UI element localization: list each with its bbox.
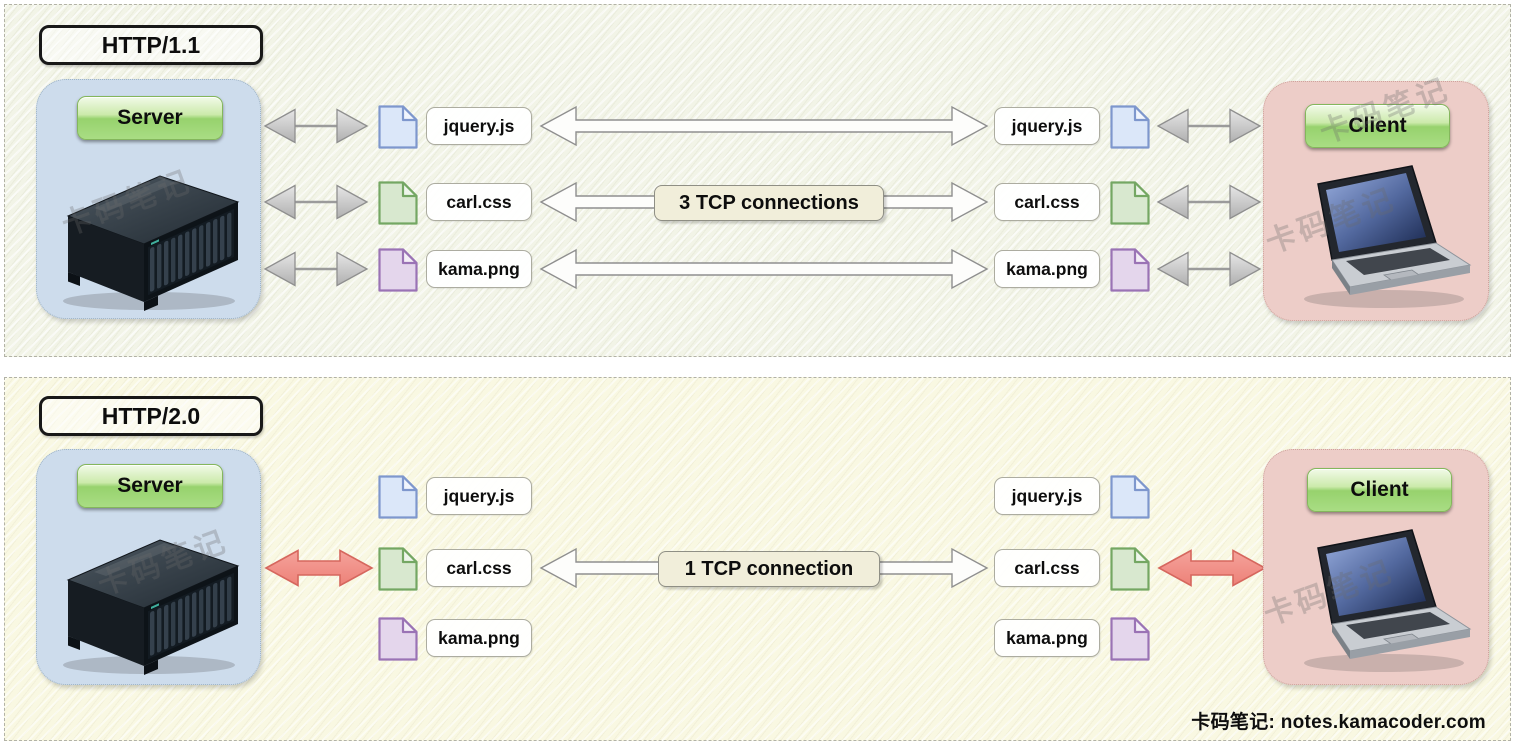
protocol-title-http20: HTTP/2.0 — [39, 396, 263, 436]
tcp-connections-label: 1 TCP connection — [658, 551, 880, 587]
server-button: Server — [77, 96, 223, 140]
file-name: kama.png — [438, 258, 520, 279]
file-icon-jquery-js — [378, 105, 418, 149]
panel-http20: HTTP/2.0 Server — [4, 377, 1511, 741]
client-button-label: Client — [1350, 478, 1409, 501]
red-double-arrow-icon — [264, 549, 374, 587]
server-box: Server — [36, 79, 261, 319]
file-icon-jquery-js — [378, 475, 418, 519]
panel-http11: HTTP/1.1 Server — [4, 4, 1511, 357]
file-name: kama.png — [1006, 258, 1088, 279]
file-name: kama.png — [1006, 627, 1088, 648]
gray-double-arrow-icon — [263, 184, 369, 220]
client-box: Client — [1263, 81, 1489, 321]
file-label: carl.css — [426, 549, 532, 587]
file-name: carl.css — [1014, 557, 1080, 578]
file-icon-kama-png — [1110, 248, 1150, 292]
file-label: jquery.js — [426, 107, 532, 145]
client-button: Client — [1307, 468, 1452, 512]
file-name: jquery.js — [443, 485, 515, 506]
file-icon-carl-css — [1110, 181, 1150, 225]
file-icon-jquery-js — [1110, 475, 1150, 519]
tcp-connections-label: 3 TCP connections — [654, 185, 884, 221]
server-button-label: Server — [117, 106, 183, 129]
file-icon-carl-css — [1110, 547, 1150, 591]
file-label: kama.png — [426, 250, 532, 288]
file-name: jquery.js — [1011, 485, 1083, 506]
file-icon-kama-png — [378, 617, 418, 661]
file-name: carl.css — [446, 191, 512, 212]
tcp-connection-arrow-icon — [539, 248, 989, 290]
footer-credit: 卡码笔记: notes.kamacoder.com — [1191, 707, 1486, 734]
tcp-connection-arrow-icon — [539, 105, 989, 147]
client-button-label: Client — [1348, 114, 1407, 137]
gray-double-arrow-icon — [1156, 184, 1262, 220]
laptop-image — [1304, 165, 1472, 308]
file-name: carl.css — [1014, 191, 1080, 212]
file-label: carl.css — [994, 183, 1100, 221]
file-label: jquery.js — [994, 107, 1100, 145]
protocol-title-text: HTTP/2.0 — [101, 402, 201, 429]
file-label: kama.png — [994, 619, 1100, 657]
red-double-arrow-icon — [1157, 549, 1267, 587]
file-label: jquery.js — [426, 477, 532, 515]
file-icon-carl-css — [378, 181, 418, 225]
gray-double-arrow-icon — [263, 108, 369, 144]
file-label: carl.css — [426, 183, 532, 221]
file-icon-kama-png — [1110, 617, 1150, 661]
file-label: jquery.js — [994, 477, 1100, 515]
laptop-image — [1304, 529, 1472, 672]
gray-double-arrow-icon — [1156, 251, 1262, 287]
gray-double-arrow-icon — [263, 251, 369, 287]
file-name: jquery.js — [1011, 115, 1083, 136]
server-button: Server — [77, 464, 223, 508]
file-icon-carl-css — [378, 547, 418, 591]
file-name: jquery.js — [443, 115, 515, 136]
file-name: carl.css — [446, 557, 512, 578]
protocol-title-text: HTTP/1.1 — [101, 31, 201, 58]
gray-double-arrow-icon — [1156, 108, 1262, 144]
file-label: kama.png — [426, 619, 532, 657]
file-label: kama.png — [994, 250, 1100, 288]
client-button: Client — [1305, 104, 1450, 148]
server-button-label: Server — [117, 474, 183, 497]
file-name: kama.png — [438, 627, 520, 648]
client-box: Client — [1263, 449, 1489, 685]
server-box: Server — [36, 449, 261, 685]
protocol-title-http11: HTTP/1.1 — [39, 25, 263, 65]
tcp-connections-text: 1 TCP connection — [684, 557, 854, 580]
file-icon-kama-png — [378, 248, 418, 292]
footer-credit-text: 卡码笔记: notes.kamacoder.com — [1191, 712, 1486, 733]
server-image — [63, 539, 240, 675]
file-label: carl.css — [994, 549, 1100, 587]
file-icon-jquery-js — [1110, 105, 1150, 149]
server-image — [63, 175, 240, 311]
tcp-connections-text: 3 TCP connections — [679, 191, 859, 214]
